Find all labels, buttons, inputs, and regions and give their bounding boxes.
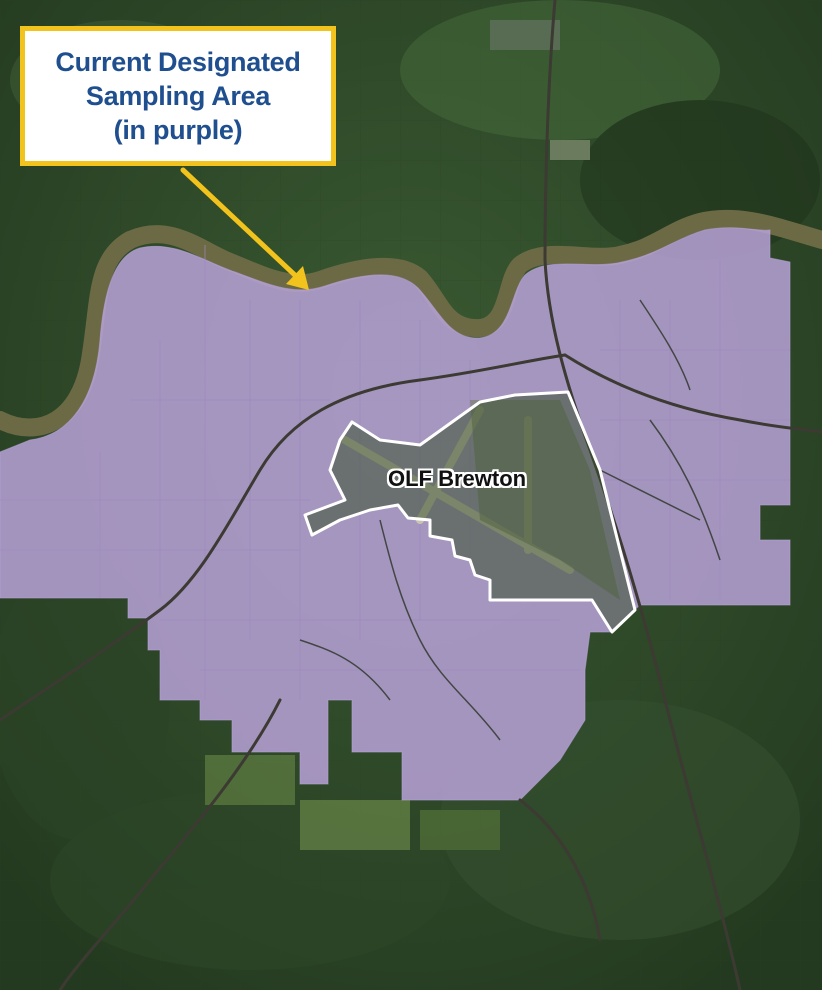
sampling-area-callout: Current Designated Sampling Area (in pur… [20,26,336,166]
river [0,209,822,437]
olf-brewton-boundary [303,390,637,634]
callout-arrow [180,167,309,290]
olf-brewton-label: OLF Brewton [388,466,527,491]
callout-line-1: Current Designated [55,47,301,77]
callout-line-2: Sampling Area [85,81,271,111]
callout-line-3: (in purple) [113,115,243,145]
